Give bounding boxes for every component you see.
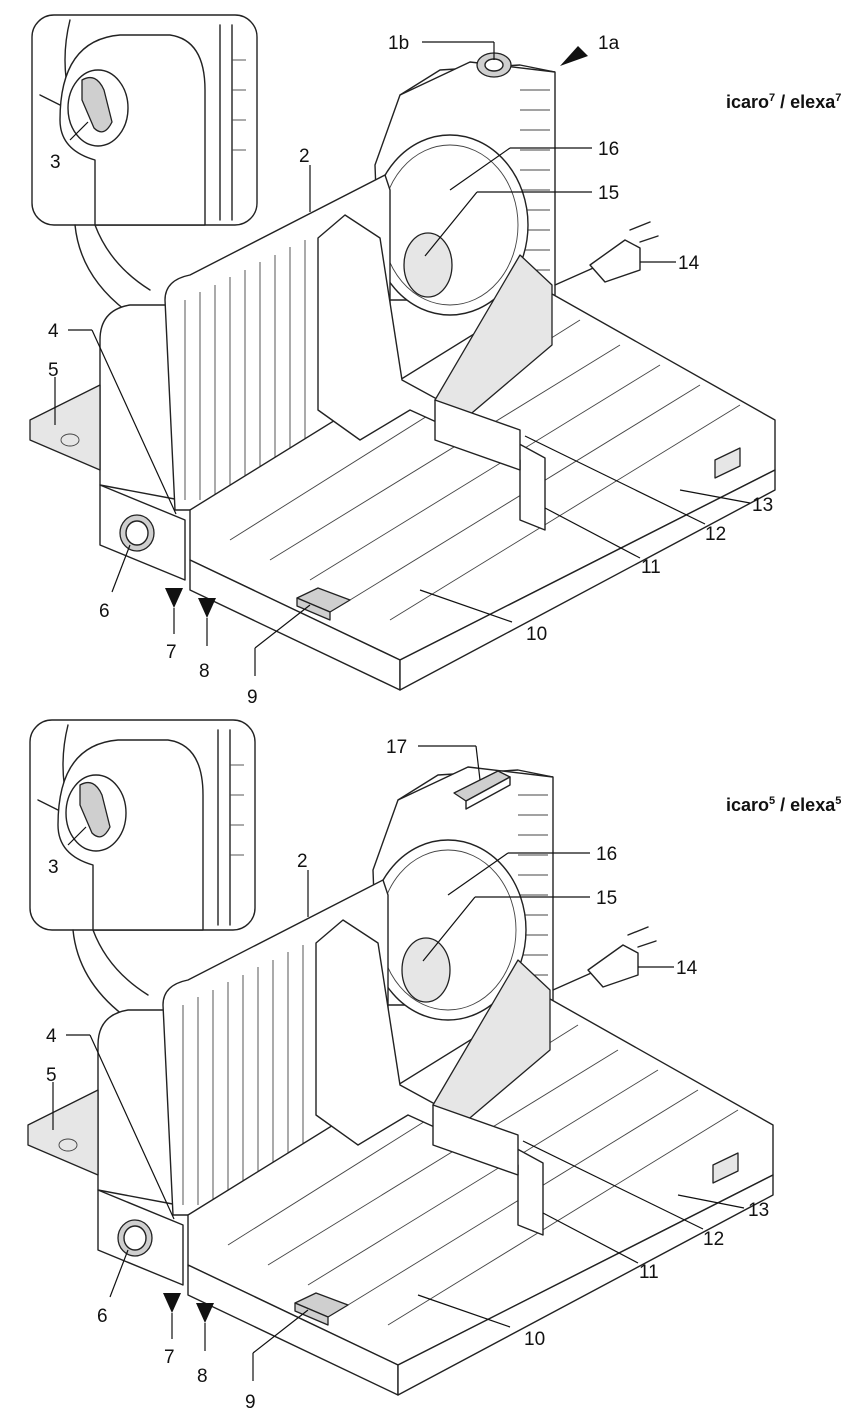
callout-13: 13	[748, 1200, 769, 1221]
model-label-bottom: icaro5 / elexa5	[726, 795, 841, 815]
callout-6: 6	[99, 601, 110, 622]
callout-12: 12	[705, 524, 726, 545]
callout-3: 3	[50, 152, 61, 173]
callout-9: 9	[245, 1392, 256, 1413]
callout-16: 16	[598, 139, 619, 160]
callout-17: 17	[386, 737, 407, 758]
callout-2: 2	[297, 851, 308, 872]
callouts-top: 1b 1a 2 3 4 5 6 7 8 9 10 11 12 13 14 15 …	[48, 33, 773, 708]
callout-15: 15	[596, 888, 617, 909]
callout-14: 14	[676, 958, 698, 979]
callout-16: 16	[596, 844, 617, 865]
callouts-bottom: 17 2 3 4 5 6 7 8 9 10 11 12 13 14 15 16	[46, 737, 769, 1413]
callout-5: 5	[48, 360, 59, 381]
callout-6: 6	[97, 1306, 108, 1327]
leaders-bottom	[52, 745, 745, 1381]
callout-13: 13	[752, 495, 773, 516]
callout-10: 10	[526, 624, 547, 645]
callout-12: 12	[703, 1229, 724, 1250]
callout-4: 4	[48, 321, 59, 342]
callout-9: 9	[247, 687, 258, 708]
callout-8: 8	[197, 1366, 208, 1387]
callout-7: 7	[164, 1347, 175, 1368]
callout-5: 5	[46, 1065, 57, 1086]
callout-4: 4	[46, 1026, 57, 1047]
model-label-top: icaro7 / elexa7	[726, 92, 841, 112]
callout-15: 15	[598, 183, 619, 204]
callout-3: 3	[48, 857, 59, 878]
leaders-top	[54, 41, 751, 676]
callout-1a: 1a	[598, 33, 620, 54]
callout-11: 11	[641, 557, 661, 578]
callout-14: 14	[678, 253, 700, 274]
slicer-drawing-bottom	[27, 719, 774, 1396]
callout-7: 7	[166, 642, 177, 663]
slicer-drawing-top	[29, 14, 776, 691]
callout-10: 10	[524, 1329, 545, 1350]
callout-2: 2	[299, 146, 310, 167]
callout-1b: 1b	[388, 33, 409, 54]
callout-11: 11	[639, 1262, 659, 1283]
callout-8: 8	[199, 661, 210, 682]
